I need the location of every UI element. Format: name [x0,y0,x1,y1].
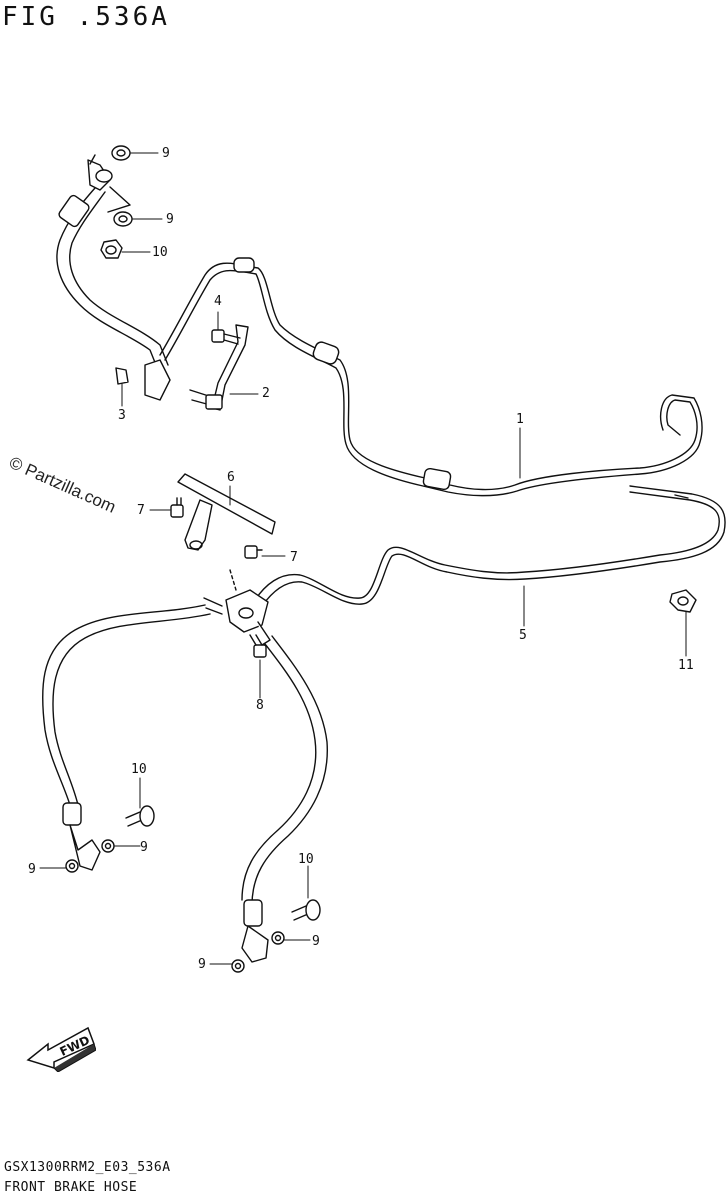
model-code: GSX1300RRM2_E03_536A [4,1160,171,1175]
bracket-6[interactable] [177,473,276,551]
callout-9: 9 [166,212,174,227]
bolt-7-b[interactable] [244,545,263,559]
callout-9: 9 [28,862,36,877]
brake-hose-5[interactable] [254,485,726,607]
brake-hose-1[interactable] [159,257,703,497]
leader-lines [39,152,687,965]
figure-footer: GSX1300RRM2_E03_536A FRONT BRAKE HOSE [4,1158,171,1198]
bracket-2[interactable] [189,324,249,411]
forward-arrow-icon: FWD [26,1026,96,1072]
bolt-4[interactable] [211,329,241,345]
bolt-7-a[interactable] [170,497,184,518]
clamp-11[interactable] [669,589,697,613]
brake-hose-lower-right[interactable] [241,621,328,963]
bolt-8[interactable] [249,634,267,658]
bolt-10-upper[interactable] [100,239,123,259]
callout-10: 10 [131,762,147,777]
figure-title: FIG .536A [2,2,170,32]
callout-6: 6 [227,470,235,485]
callout-4: 4 [214,294,222,309]
washer-9-lower-b[interactable] [65,859,79,873]
brake-hose-upper-left[interactable] [56,154,171,401]
callout-3: 3 [118,408,126,423]
callout-7: 7 [290,550,298,565]
brake-hose-lower-left[interactable] [41,604,211,871]
washer-9-lower-d[interactable] [231,959,245,973]
junction-block[interactable] [203,569,269,633]
washer-9-upper-b[interactable] [113,211,133,227]
bolt-10-lower-right[interactable] [291,899,321,921]
callout-2: 2 [262,386,270,401]
callout-11: 11 [678,658,694,673]
washer-9-lower-c[interactable] [271,931,285,945]
washer-9-lower-a[interactable] [101,839,115,853]
callout-9: 9 [312,934,320,949]
washer-9-upper-a[interactable] [111,145,131,161]
callout-9: 9 [162,146,170,161]
callout-10: 10 [152,245,168,260]
bolt-10-lower-left[interactable] [125,805,155,827]
callout-8: 8 [256,698,264,713]
callout-5: 5 [519,628,527,643]
callout-9: 9 [198,957,206,972]
callout-9: 9 [140,840,148,855]
washer-3[interactable] [115,367,129,385]
callout-1: 1 [516,412,524,427]
callout-7: 7 [137,503,145,518]
callout-10: 10 [298,852,314,867]
figure-caption: FRONT BRAKE HOSE [4,1180,138,1195]
